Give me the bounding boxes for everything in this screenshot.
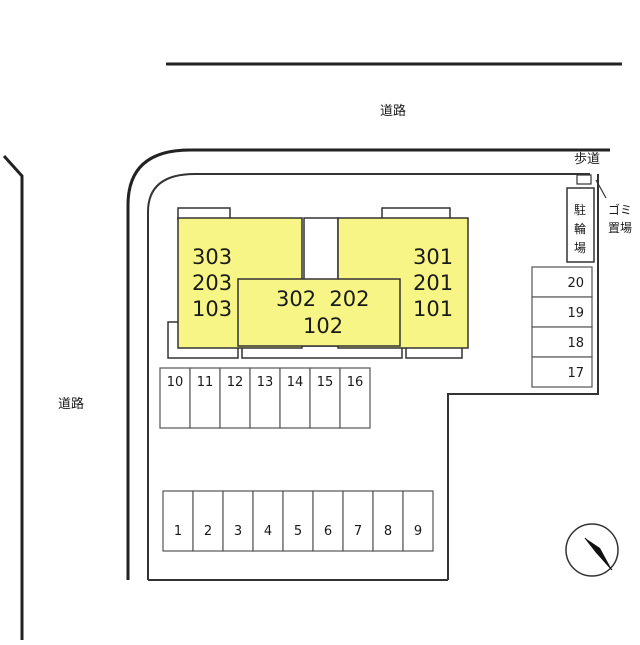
unit-label-302-202: 302 202: [276, 287, 370, 311]
parking-number-11: 11: [197, 375, 214, 390]
parking-number-13: 13: [257, 375, 274, 390]
parking-number-9: 9: [414, 524, 422, 539]
bicycle-parking-label-3: 場: [574, 241, 586, 255]
parking-number-3: 3: [234, 524, 242, 539]
garbage-label-2: 置場: [608, 221, 632, 235]
parking-number-5: 5: [294, 524, 302, 539]
road-label-top: 道路: [380, 103, 406, 119]
garbage-leader-line: [595, 179, 607, 199]
parking-number-20: 20: [567, 276, 584, 291]
utility-box: [576, 174, 592, 185]
bicycle-parking-label-1: 駐: [574, 202, 586, 217]
parking-number-8: 8: [384, 524, 392, 539]
lower-stall: [342, 490, 374, 552]
lower-stall: [372, 490, 404, 552]
parking-number-19: 19: [567, 306, 584, 321]
site-boundary-outer: [126, 148, 610, 580]
parking-number-15: 15: [317, 375, 334, 390]
unit-label-301: 301: [413, 245, 453, 269]
lower-stall: [312, 490, 344, 552]
parking-upper-row: 10 11 12 13 14 15 16: [159, 367, 371, 429]
parking-number-6: 6: [324, 524, 332, 539]
parking-right-column: 20 19 18 17: [531, 266, 593, 388]
right-stall: [531, 356, 593, 388]
upper-stall: [219, 367, 251, 429]
unit-label-201: 201: [413, 271, 453, 295]
bicycle-parking-label-2: 輪: [574, 221, 586, 236]
site-boundary-right: [447, 174, 599, 580]
road-label-left: 道路: [58, 396, 84, 412]
parking-number-2: 2: [204, 524, 212, 539]
parking-lower-row: 1 2 3 4 5 6 7 8 9: [162, 490, 434, 552]
parking-number-12: 12: [227, 375, 244, 390]
parking-number-17: 17: [567, 366, 584, 381]
parking-number-4: 4: [264, 524, 272, 539]
north-arrow-icon: [565, 523, 619, 577]
unit-label-101: 101: [413, 297, 453, 321]
lower-stall: [192, 490, 224, 552]
lower-stall: [402, 490, 434, 552]
upper-stall: [339, 367, 371, 429]
right-stall: [531, 266, 593, 298]
parking-number-10: 10: [167, 375, 184, 390]
unit-label-303: 303: [192, 245, 232, 269]
unit-label-102: 102: [303, 314, 343, 338]
parking-number-1: 1: [174, 524, 182, 539]
road-edge-left: [2, 154, 24, 640]
site-boundary-inner: [147, 173, 590, 580]
parking-number-18: 18: [567, 336, 584, 351]
lower-stall: [222, 490, 254, 552]
parking-number-14: 14: [287, 375, 304, 390]
unit-label-203: 203: [192, 271, 232, 295]
lower-stall: [162, 490, 194, 552]
right-stall: [531, 296, 593, 328]
parking-number-7: 7: [354, 524, 362, 539]
upper-stall: [159, 367, 191, 429]
building-center-block: [237, 278, 401, 347]
unit-label-103: 103: [192, 297, 232, 321]
lower-stall: [252, 490, 284, 552]
sidewalk-label: 歩道: [574, 152, 600, 167]
lower-stall: [282, 490, 314, 552]
upper-stall: [279, 367, 311, 429]
building-core: [303, 217, 339, 281]
right-stall: [531, 326, 593, 358]
bicycle-parking: [566, 187, 595, 263]
garbage-label-1: ゴミ: [608, 202, 632, 217]
parking-number-16: 16: [347, 375, 364, 390]
